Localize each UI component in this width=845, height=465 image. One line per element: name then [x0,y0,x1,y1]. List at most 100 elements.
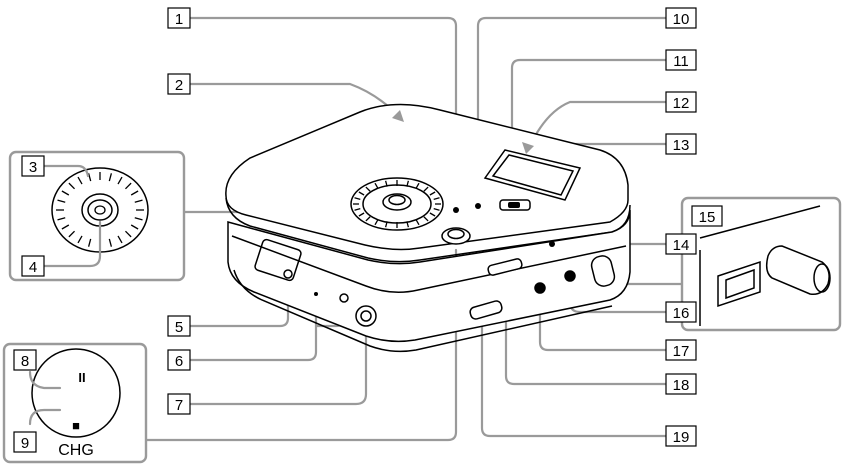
volume-knob-inner[interactable] [447,228,465,240]
inset-chg-button [31,348,121,438]
jog-dial-ticks [353,180,441,228]
inset-usb-frame [680,196,842,332]
usb-port-cover[interactable] [590,254,617,288]
dial-tick [406,221,410,228]
callout-label-1: 1 [175,11,183,28]
callout-labels: 1 2 3 4 5 6 7 8 9 10 11 [13,7,723,453]
callout-1: 1 [167,7,191,29]
callout-13: 13 [665,133,697,155]
callout-7: 7 [167,393,191,415]
leader-inset-bottom [144,248,458,442]
volume-knob[interactable] [441,227,471,245]
dial-tick [117,176,123,185]
callout-3: 3 [21,155,45,177]
callout-9: 9 [13,431,37,453]
leader-1 [188,16,458,212]
callout-label-6: 6 [175,353,183,370]
callout-16: 16 [665,301,697,323]
dial-tick [68,182,76,190]
arrow-12-head [522,142,534,154]
callout-label-2: 2 [175,77,183,94]
leader-17 [538,288,668,352]
inset-jog-dial [8,150,186,282]
lower-body [227,209,631,343]
jack-5[interactable] [283,269,293,279]
arrow-2-head [392,110,404,122]
callout-12: 12 [665,91,697,113]
inset-usb-port-inner [725,268,755,300]
dial-tick [365,216,371,222]
leader-10 [476,16,668,207]
dial-tick [87,173,92,182]
callout-label-10: 10 [673,11,690,28]
leader-3 [42,164,90,178]
dial-tick [374,219,379,226]
dial-tick [57,217,66,221]
callout-18: 18 [665,373,697,395]
inset-dial-center [94,205,106,215]
stop-symbol: ■ [72,418,80,433]
inset-usb-cover-tip [813,263,831,293]
dial-tick [130,224,139,230]
callout-11: 11 [665,49,697,71]
dial-tick [365,186,371,192]
lower-slider[interactable] [469,300,503,320]
dial-tick [358,191,365,196]
callout-label-18: 18 [673,377,690,394]
jog-center-button[interactable] [382,193,412,211]
callout-2: 2 [167,73,191,95]
dial-tick [61,224,70,230]
callout-label-19: 19 [673,429,690,446]
dial-tick [433,208,440,211]
indicator-lamp-1 [453,207,459,213]
dial-tick [423,216,429,222]
dial-tick [415,219,420,226]
callout-label-16: 16 [673,305,690,322]
hold-switch[interactable] [499,199,531,211]
jack-17[interactable] [534,282,546,294]
dial-tick [374,182,379,189]
dial-tick [57,199,66,203]
hold-switch-knob[interactable] [508,202,520,208]
headphone-jack-inner[interactable] [360,310,372,322]
display-screen [491,154,575,196]
indicator-lamp-2 [475,203,481,209]
callout-14: 14 [665,233,697,255]
callout-label-11: 11 [673,53,689,70]
body-bottom-edge [233,269,613,353]
dial-tick [384,180,388,187]
leader-11 [510,58,668,207]
inset-jog-frame [8,150,186,282]
callout-label-13: 13 [673,137,690,154]
leader-18 [504,268,668,386]
leader-9 [28,408,62,426]
dial-tick [68,230,76,238]
dial-tick [354,197,361,200]
callout-15: 15 [691,205,723,227]
body-seam [231,235,627,293]
minidisc-player-body [225,103,631,353]
jack-16[interactable] [564,270,576,282]
callout-label-7: 7 [175,397,183,414]
dial-tick [108,173,113,182]
pause-symbol: II [78,370,85,385]
dial-tick [117,235,123,244]
headphone-jack[interactable] [355,305,377,327]
leader-6 [188,298,318,362]
dial-tick [77,235,83,244]
callout-10: 10 [665,7,697,29]
inset-usb-port [717,260,761,308]
dial-tick [124,182,132,190]
inset-usb-cover-flap [765,245,830,296]
dial-tick [429,212,436,217]
dial-tick [108,238,113,247]
jog-center-cap[interactable] [388,194,406,206]
callout-6: 6 [167,349,191,371]
open-switch[interactable] [487,258,523,276]
jack-6[interactable] [339,293,349,303]
volume-knob-outer[interactable] [441,227,471,245]
dial-tick [384,221,388,228]
inset-usb-connector [680,196,842,332]
leader-7 [188,318,368,406]
